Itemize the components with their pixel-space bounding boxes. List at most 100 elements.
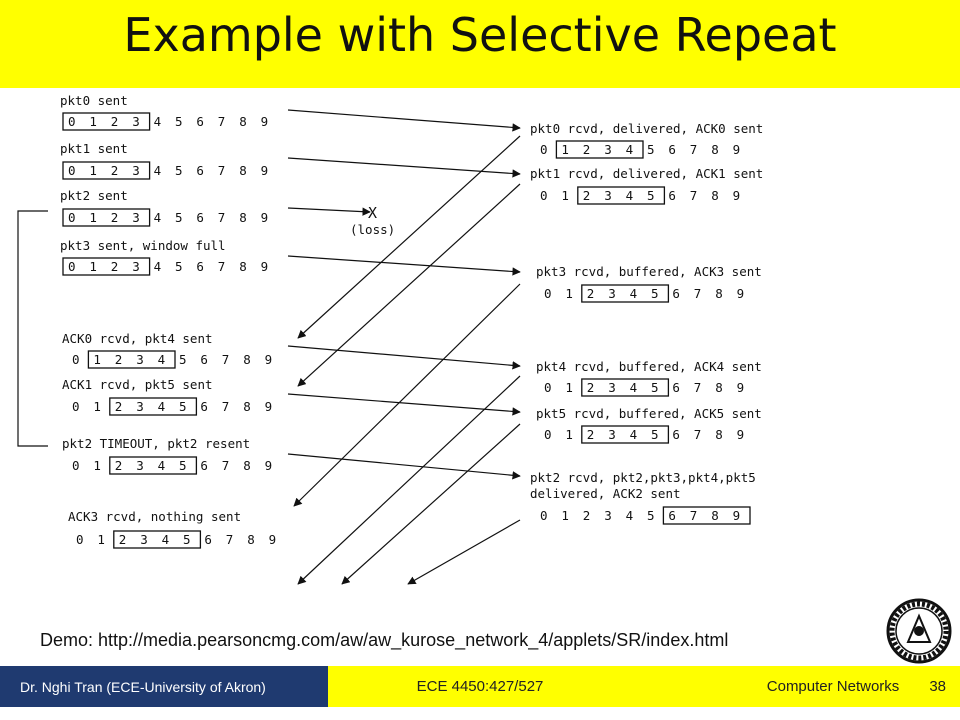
arrow-9 [293,283,521,507]
seq-digit: 2 [115,352,123,367]
receiver-label2-5: delivered, ACK2 sent [530,486,681,501]
seq-digit: 1 [565,286,573,301]
seq-digit: 1 [561,188,569,203]
seq-digit: 5 [647,508,655,523]
seq-digit: 1 [561,142,569,157]
seq-digit: 0 [76,532,84,547]
seq-digit: 0 [72,352,80,367]
seq-digit: 4 [154,114,162,129]
page-number: 38 [929,678,946,695]
seq-digit: 9 [261,114,269,129]
seq-digit: 3 [140,532,148,547]
seq-digit: 2 [111,259,119,274]
seq-digit: 6 [200,458,208,473]
seq-digit: 3 [132,163,140,178]
seq-digit: 1 [93,399,101,414]
sender-window-2 [62,208,151,227]
sender-window-5 [109,397,198,416]
seq-digit: 0 [544,286,552,301]
seq-digit: 8 [715,286,723,301]
footer-subject: Computer Networks [766,678,900,695]
seq-digit: 3 [604,142,612,157]
seq-digit: 0 [540,508,548,523]
seq-digit: 1 [561,508,569,523]
sender-label-2: pkt2 sent [60,188,128,203]
seq-digit: 2 [111,114,119,129]
arrow-1 [287,157,521,178]
receiver-window-1 [577,186,666,205]
arrow-12 [407,519,521,585]
receiver-window-4 [581,425,670,444]
footer: Dr. Nghi Tran (ECE-University of Akron) … [0,666,960,707]
seq-digit: 3 [604,508,612,523]
seq-digit: 7 [694,286,702,301]
seq-digit: 3 [604,188,612,203]
demo-link[interactable]: Demo: http://media.pearsoncmg.com/aw/aw_… [40,630,729,650]
receiver-label-0: pkt0 rcvd, delivered, ACK0 sent [530,121,763,136]
arrow-2 [287,207,371,216]
arrow-8 [297,183,521,387]
seq-digit: 2 [587,380,595,395]
receiver-label-1: pkt1 rcvd, delivered, ACK1 sent [530,166,763,181]
seq-digit: 3 [136,458,144,473]
arrow-4 [287,345,521,370]
seq-digit: 6 [204,532,212,547]
seq-digit: 1 [565,427,573,442]
seq-digit: 8 [243,352,251,367]
arrow-0 [287,109,521,132]
seq-digit: 4 [162,532,170,547]
seq-digit: 1 [93,458,101,473]
university-seal-icon [886,598,952,664]
seq-digit: 6 [672,380,680,395]
seq-digit: 8 [243,458,251,473]
seq-digit: 2 [587,427,595,442]
seq-digit: 6 [200,399,208,414]
footer-author: Dr. Nghi Tran (ECE-University of Akron) [0,666,328,707]
receiver-label-4: pkt5 rcvd, buffered, ACK5 sent [536,406,762,421]
seq-digit: 0 [68,210,76,225]
sender-window-1 [62,161,151,180]
seq-digit: 7 [218,210,226,225]
seq-digit: 0 [540,188,548,203]
seq-digit: 8 [239,163,247,178]
receiver-window-3 [581,378,670,397]
seq-digit: 6 [196,114,204,129]
seq-digit: 1 [89,163,97,178]
seq-digit: 1 [89,210,97,225]
slide-title: Example with Selective Repeat [123,8,837,62]
seq-digit: 4 [158,458,166,473]
seq-digit: 1 [89,114,97,129]
seq-digit: 5 [175,163,183,178]
seq-digit: 5 [179,352,187,367]
seq-digit: 7 [218,259,226,274]
arrow-5 [287,393,521,416]
seq-digit: 4 [154,210,162,225]
seq-digit: 9 [265,399,273,414]
seq-digit: 5 [651,286,659,301]
loss-label: (loss) [350,222,395,237]
seq-digit: 7 [690,508,698,523]
seq-digit: 2 [587,286,595,301]
seq-digit: 0 [68,114,76,129]
seq-digit: 4 [626,508,634,523]
seq-digit: 6 [196,210,204,225]
receiver-window-2 [581,284,670,303]
seq-digit: 2 [119,532,127,547]
seq-digit: 2 [583,142,591,157]
sender-label-1: pkt1 sent [60,141,128,156]
seq-digit: 3 [608,427,616,442]
arrow-6 [287,453,521,480]
seq-digit: 5 [175,259,183,274]
seq-digit: 3 [608,286,616,301]
seq-digit: 0 [544,380,552,395]
seq-digit: 7 [218,114,226,129]
seq-digit: 2 [115,458,123,473]
seq-digit: 8 [239,210,247,225]
seq-digit: 9 [261,163,269,178]
seq-digit: 5 [183,532,191,547]
loss-mark: X [368,204,377,222]
seq-digit: 7 [694,427,702,442]
